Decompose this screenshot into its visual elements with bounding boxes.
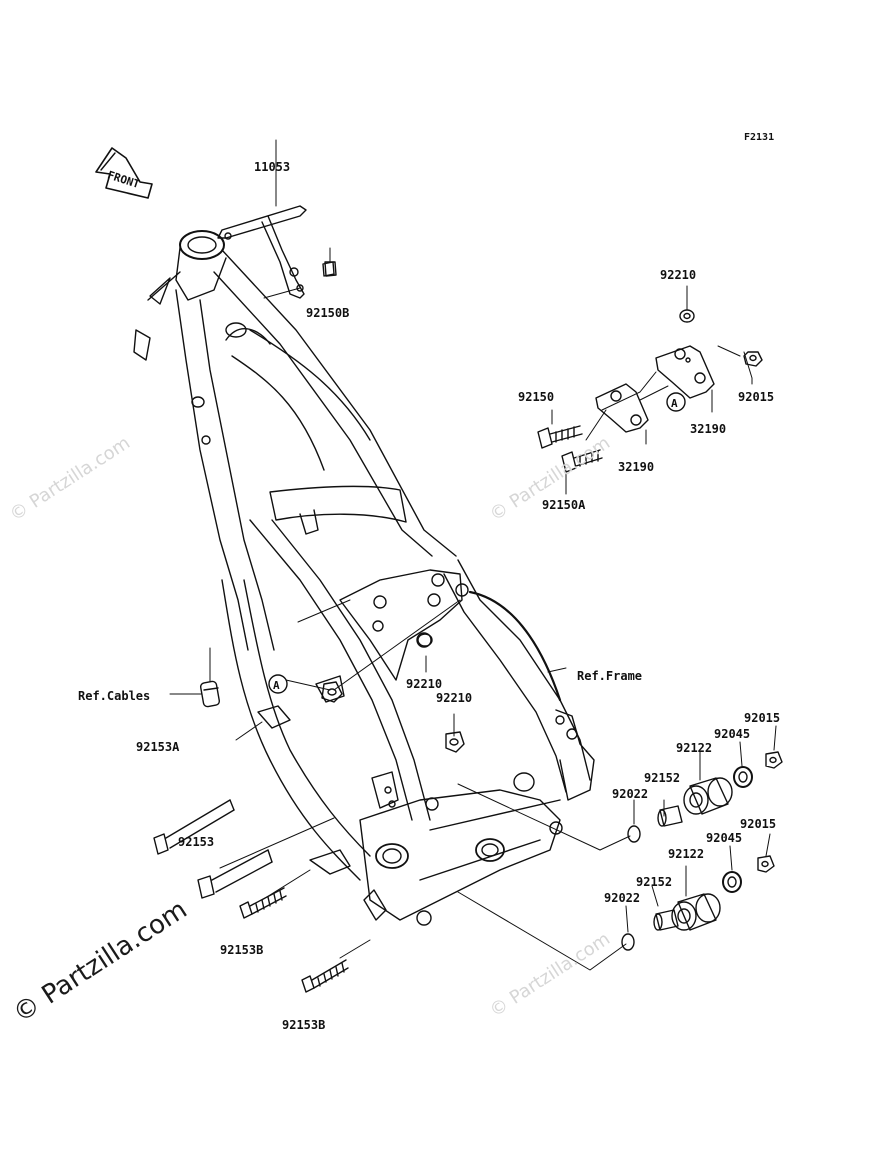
- figure-code: F2131: [744, 132, 775, 143]
- label-92153B-upper: 92153B: [220, 943, 264, 957]
- label-92015-a: 92015: [744, 711, 781, 725]
- label-92022-a: 92022: [612, 787, 649, 801]
- bolt-92153B-upper: [239, 887, 287, 919]
- bolt-92153A: [153, 799, 235, 855]
- motorcycle-frame: [133, 230, 595, 926]
- label-ref-frame: Ref.Frame: [577, 669, 643, 683]
- front-arrow-icon: FRONT: [95, 147, 153, 199]
- label-92153B-lower: 92153B: [282, 1018, 326, 1032]
- bolt-92153B-lower: [301, 959, 349, 993]
- collar-92122-upper: [683, 777, 733, 815]
- bolt-92150A: [561, 449, 603, 473]
- label-ref-cables: Ref.Cables: [78, 689, 151, 703]
- label-92152-b: 92152: [636, 875, 673, 889]
- label-11053: 11053: [254, 160, 291, 174]
- label-92152-a: 92152: [644, 771, 681, 785]
- nut-92015-top: [743, 351, 763, 367]
- label-92153: 92153: [178, 835, 215, 849]
- label-92015-top: 92015: [738, 390, 775, 404]
- callout-a-upper-text: A: [671, 397, 678, 410]
- engine-mount-bracket-right: [655, 345, 715, 399]
- nut-92210-top: [679, 309, 695, 323]
- sleeve-92152-lower: [653, 909, 679, 931]
- callout-a-lower: [268, 674, 288, 694]
- bolt-92153: [197, 849, 273, 899]
- number-plate-bracket: [217, 205, 337, 299]
- sleeve-92152-upper: [657, 805, 683, 827]
- label-92045-a: 92045: [714, 727, 751, 741]
- label-92150B: 92150B: [306, 306, 350, 320]
- washer-92022-lower: [621, 933, 635, 951]
- label-92210-mid: 92210: [406, 677, 443, 691]
- label-32190-right: 32190: [690, 422, 727, 436]
- nut-92210-mid: [417, 633, 433, 647]
- nut-center: [321, 681, 343, 703]
- bearing-92045-upper: [733, 766, 753, 788]
- bearing-92045-lower: [722, 871, 742, 893]
- nut-92015-lower: [757, 855, 775, 873]
- callout-a-upper: [666, 392, 686, 412]
- label-92022-b: 92022: [604, 891, 641, 905]
- leader-lines: [169, 139, 753, 971]
- nut-92210-low: [445, 731, 465, 753]
- label-92210-top: 92210: [660, 268, 697, 282]
- cable-clamp: [199, 680, 221, 708]
- front-arrow-text: FRONT: [106, 168, 142, 191]
- collar-92122-lower: [671, 893, 721, 931]
- label-92210-low: 92210: [436, 691, 473, 705]
- engine-mount-bracket-left: [595, 383, 649, 433]
- label-92122-b: 92122: [668, 847, 705, 861]
- label-92015-b: 92015: [740, 817, 777, 831]
- bolt-92150: [537, 425, 583, 449]
- washer-92022-upper: [627, 825, 641, 843]
- label-92150A: 92150A: [542, 498, 586, 512]
- bolt-92150B: [322, 261, 335, 277]
- label-92045-b: 92045: [706, 831, 743, 845]
- label-92150: 92150: [518, 390, 555, 404]
- nut-92015-upper: [765, 751, 783, 769]
- label-92122-a: 92122: [676, 741, 713, 755]
- label-32190-left: 32190: [618, 460, 655, 474]
- callout-a-lower-text: A: [273, 679, 280, 692]
- label-92153A: 92153A: [136, 740, 180, 754]
